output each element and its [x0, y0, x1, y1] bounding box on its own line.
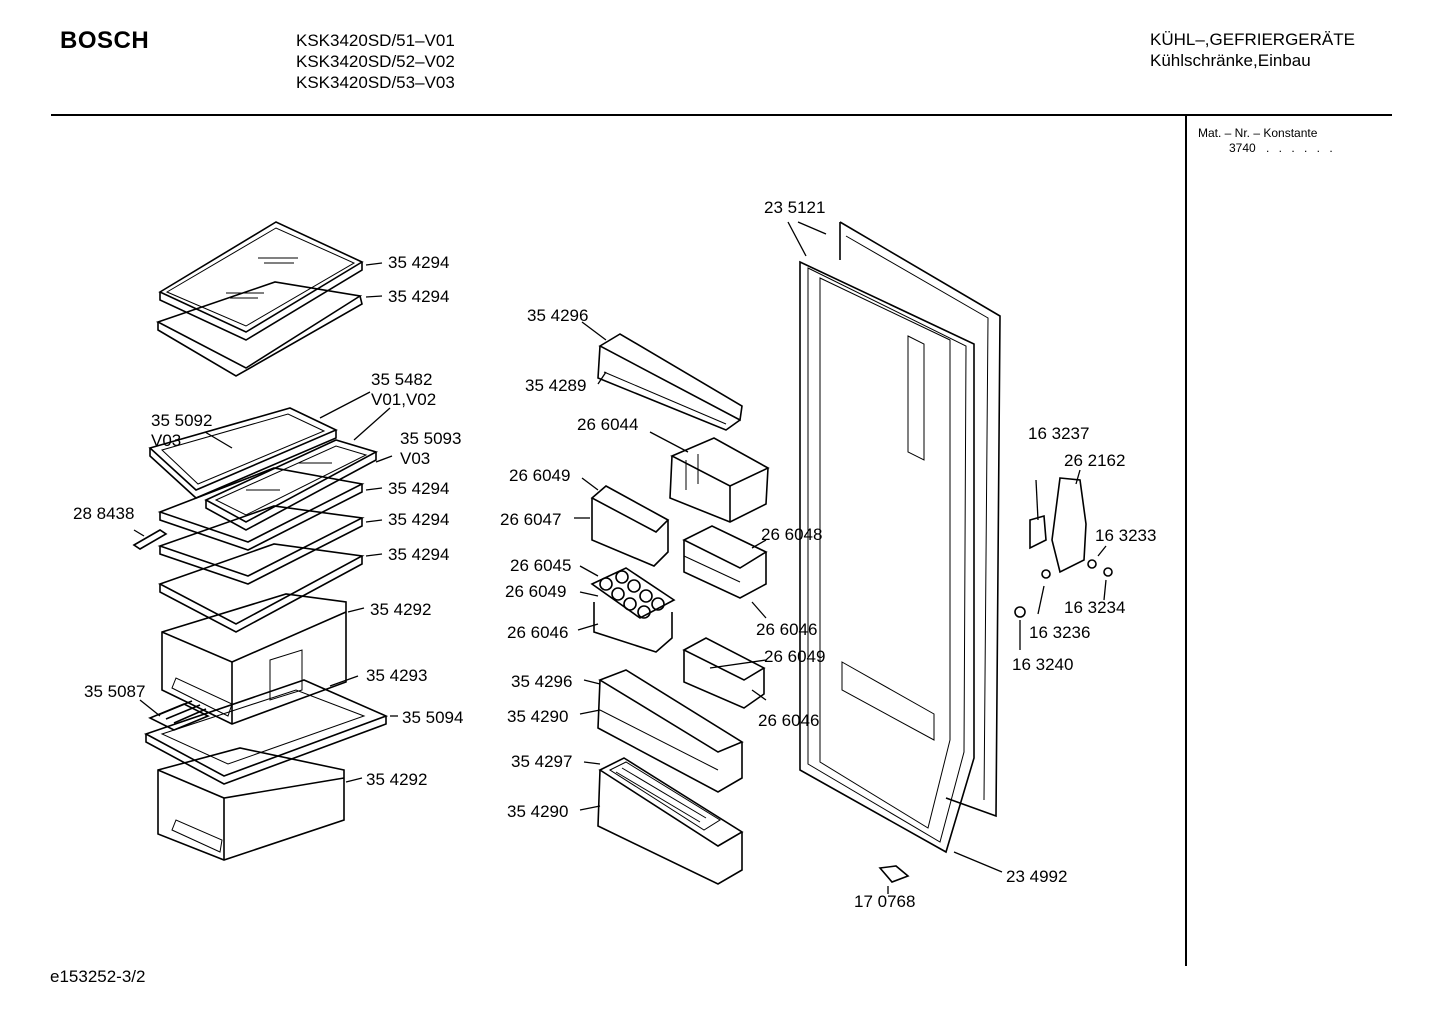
mat-number-label: Mat. – Nr. – Konstante — [1198, 126, 1318, 140]
part-label: V03 — [400, 449, 430, 468]
hinge-bracket — [1014, 477, 1113, 618]
part-label: 26 6049 — [509, 466, 570, 485]
part-label: 26 6049 — [505, 582, 566, 601]
door-panel — [839, 221, 1001, 818]
door-bin — [669, 437, 770, 523]
part-label: 26 6047 — [500, 510, 561, 529]
part-label: 17 0768 — [854, 892, 915, 911]
crisper-drawer — [157, 747, 345, 861]
part-label: 35 4294 — [388, 545, 449, 564]
part-label: 35 4290 — [507, 707, 568, 726]
part-label: 35 4289 — [525, 376, 586, 395]
part-label: 26 6044 — [577, 415, 638, 434]
part-label: 16 3234 — [1064, 598, 1125, 617]
part-label: 35 4294 — [388, 287, 449, 306]
part-label: 26 2162 — [1064, 451, 1125, 470]
part-label: 35 5092 — [151, 411, 212, 430]
part-label: 16 3236 — [1029, 623, 1090, 642]
part-label: 35 5094 — [402, 708, 463, 727]
hinge-cover — [878, 865, 910, 883]
door-shelf — [597, 757, 744, 885]
part-label: V03 — [151, 431, 181, 450]
part-label: 35 5087 — [84, 682, 145, 701]
part-label: 35 4296 — [527, 306, 588, 325]
glass-shelf — [157, 505, 365, 585]
divider-strip — [132, 529, 168, 550]
crisper-cover — [144, 679, 389, 785]
part-label: 26 6046 — [756, 620, 817, 639]
model-number: KSK3420SD/52–V02 — [296, 52, 455, 71]
part-label: 35 4297 — [511, 752, 572, 771]
model-list: KSK3420SD/51–V01 KSK3420SD/52–V02 KSK342… — [296, 30, 455, 93]
part-label: 35 4296 — [511, 672, 572, 691]
part-label: 23 5121 — [764, 198, 825, 217]
side-divider — [1185, 116, 1187, 966]
shelf-frame — [204, 439, 379, 531]
part-label: 35 4290 — [507, 802, 568, 821]
door-handle-strip — [841, 335, 935, 741]
part-label: 26 6049 — [764, 647, 825, 666]
part-label: 16 3240 — [1012, 655, 1073, 674]
door-gasket — [799, 260, 975, 854]
part-label: 26 6046 — [758, 711, 819, 730]
door-bin — [682, 525, 768, 599]
part-label: 35 4292 — [370, 600, 431, 619]
part-label: 35 5482 — [371, 370, 432, 389]
part-label: 35 4292 — [366, 770, 427, 789]
part-label: 28 8438 — [73, 504, 134, 523]
mat-number-value: 3740 — [1229, 141, 1256, 155]
glass-shelf — [158, 221, 364, 341]
glass-shelf — [158, 543, 365, 633]
glass-shelf — [157, 467, 365, 551]
part-label: 35 4294 — [388, 479, 449, 498]
mat-number-dots: . . . . . . — [1266, 141, 1336, 155]
divider-grid — [148, 700, 210, 731]
brand-logo: BOSCH — [60, 27, 150, 54]
part-label: V01,V02 — [371, 390, 436, 409]
model-number: KSK3420SD/53–V03 — [296, 73, 455, 92]
egg-tray — [590, 567, 676, 619]
header-divider — [51, 114, 1392, 116]
part-label: 16 3237 — [1028, 424, 1089, 443]
door-shelf — [597, 669, 744, 793]
document-id: e153252-3/2 — [50, 967, 146, 986]
part-label: 26 6048 — [761, 525, 822, 544]
door-bin — [593, 602, 673, 653]
part-labels: 35 4294 35 4294 35 5482 V01,V02 35 5092 … — [73, 198, 1156, 911]
category-line-2: Kühlschränke,Einbau — [1150, 51, 1311, 70]
part-label: 35 4293 — [366, 666, 427, 685]
category: KÜHL–,GEFRIERGERÄTE Kühlschränke,Einbau — [1150, 29, 1355, 71]
part-label: 23 4992 — [1006, 867, 1067, 886]
part-label: 16 3233 — [1095, 526, 1156, 545]
part-label: 26 6045 — [510, 556, 571, 575]
leader-lines — [133, 221, 1107, 894]
part-label: 35 5093 — [400, 429, 461, 448]
part-label: 35 4294 — [388, 510, 449, 529]
glass-shelf — [155, 281, 363, 377]
door-shelf — [597, 333, 743, 431]
part-label: 26 6046 — [507, 623, 568, 642]
door-bin — [590, 485, 670, 567]
door-bin — [682, 637, 766, 709]
model-number: KSK3420SD/51–V01 — [296, 31, 455, 50]
category-line-1: KÜHL–,GEFRIERGERÄTE — [1150, 30, 1355, 49]
part-label: 35 4294 — [388, 253, 449, 272]
